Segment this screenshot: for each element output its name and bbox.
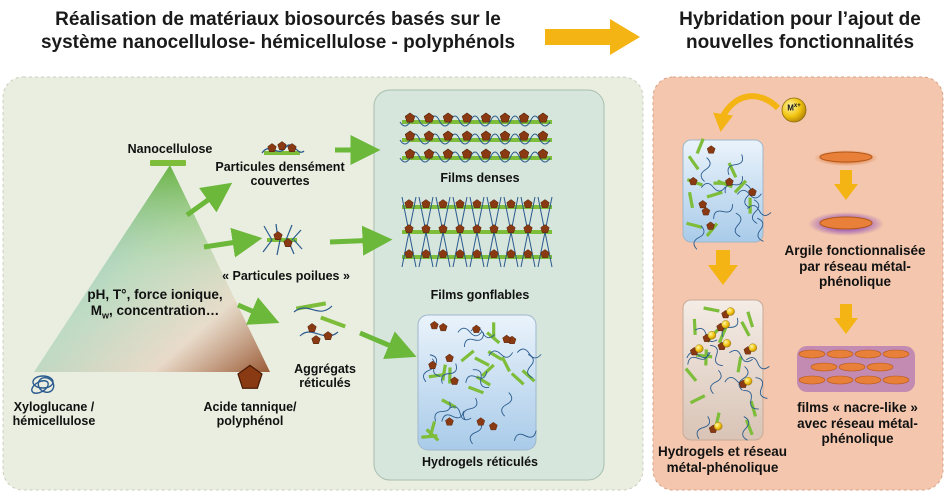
hydrogel-box: [417, 314, 537, 451]
hybrid-gel-bottom-network: [684, 306, 770, 441]
nanocellulose-rod-icon: [150, 160, 186, 166]
xyloglucan-label: Xyloglucane /hémicellulose: [12, 400, 96, 429]
clay-platelet-icon: [819, 151, 873, 163]
aggregate-icon: [293, 301, 346, 344]
hybrid-gel-top: [682, 139, 764, 243]
gel-down-arrow: [708, 250, 738, 285]
right-title: Hybridation pour l’ajout de nouvelles fo…: [655, 8, 945, 54]
dense-films-graphic: [399, 112, 552, 163]
left-title-line2: système nanocellulose- hémicellulose - p…: [40, 32, 516, 54]
nacre-label: films « nacre-like »avec réseau métal-ph…: [797, 400, 918, 447]
hydrogels-label: Hydrogels réticulés: [421, 455, 538, 469]
swellable-films-graphic: [401, 196, 553, 268]
functionalized-clay-icon: [819, 216, 873, 230]
hairy-particles-label: « Particules poilues »: [222, 269, 350, 283]
right-title-line2: nouvelles fonctionnalités: [685, 32, 915, 54]
nacre-film-graphic: [797, 346, 915, 392]
nanocellulose-label: Nanocellulose: [127, 142, 213, 156]
dense-particle-icon: [261, 141, 305, 155]
hybrid-gel-top-network: [686, 138, 772, 250]
xyloglucan-coil-icon: [31, 375, 55, 394]
hydrogel-network: [421, 321, 542, 445]
dense-films-label: Films denses: [440, 171, 520, 185]
metal-curve-arrow: [719, 93, 781, 120]
hybrid-gel-bottom: [682, 299, 764, 441]
hybrid-arrow: [545, 19, 640, 55]
conditions-label: pH, T°, force ionique, Mw, concentration…: [87, 287, 223, 321]
particle-arrows: [185, 135, 417, 360]
tannic-acid-label: Acide tannique/polyphénol: [203, 400, 297, 429]
hairy-particle-icon: [262, 223, 303, 256]
swell-films-label: Films gonflables: [430, 288, 530, 302]
right-title-line1: Hybridation pour l’ajout de: [679, 9, 921, 30]
metal-ion-icon: [781, 97, 807, 123]
composition-triangle: [34, 165, 270, 372]
metal-ion-label: Mx+: [787, 103, 801, 113]
left-title-line1: Réalisation de matériaux biosourcés basé…: [55, 9, 501, 30]
left-title: Réalisation de matériaux biosourcés basé…: [18, 8, 538, 54]
